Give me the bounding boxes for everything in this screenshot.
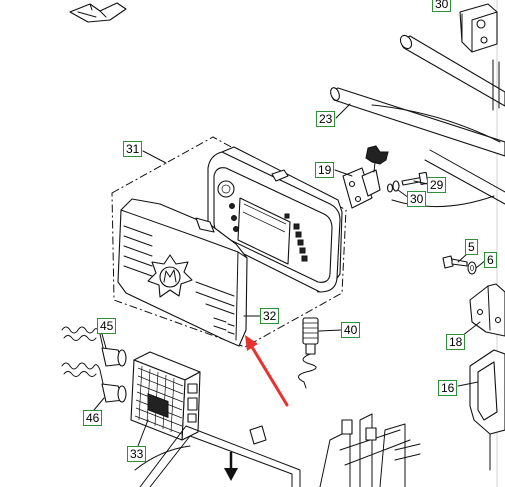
callout-45: 45 — [97, 318, 117, 334]
display-buttons — [284, 213, 308, 262]
part-23-rod — [330, 87, 505, 205]
callout-46: 46 — [83, 410, 103, 426]
callout-6: 6 — [484, 252, 497, 268]
callout-19: 19 — [315, 162, 335, 178]
callout-23: 23 — [316, 111, 336, 127]
callout-40: 40 — [341, 322, 361, 338]
display-knob — [217, 180, 235, 198]
cover-logo-icon — [147, 254, 193, 298]
callout-32: 32 — [260, 308, 280, 324]
display-clip — [271, 169, 289, 182]
part-6-washer — [467, 261, 477, 275]
assembly-31-outline — [111, 136, 347, 348]
callout-18: 18 — [446, 334, 466, 350]
down-arrow-icon — [224, 452, 238, 481]
red-arrow-icon — [245, 335, 289, 407]
cover-louvers-right — [195, 281, 235, 335]
part-32-cover — [117, 198, 248, 347]
part-16-holder — [469, 349, 505, 471]
display-unit — [207, 146, 343, 293]
knob-icon — [365, 145, 389, 165]
cover-louvers-left — [123, 225, 153, 277]
part-top-left-fragment — [69, 2, 127, 23]
part-5-bolt — [442, 255, 468, 269]
part-19-bracket — [342, 145, 389, 209]
callout-29: 29 — [427, 177, 447, 193]
frame-structure — [134, 413, 421, 487]
part-33-control-unit — [130, 351, 201, 441]
callout-16: 16 — [438, 380, 458, 396]
callout-30: 30 — [407, 191, 427, 207]
callout-31: 31 — [123, 141, 143, 157]
part-rod-upper — [399, 34, 505, 111]
part-45-cable — [61, 326, 127, 367]
display-screen — [237, 197, 291, 265]
callout-33: 33 — [127, 446, 147, 462]
callout-5: 5 — [465, 239, 478, 255]
leader-lines — [93, 103, 487, 447]
callout-30-top: 30 — [432, 0, 452, 12]
part-46-cable — [61, 362, 127, 403]
part-40-sensor — [298, 317, 319, 389]
part-18-bracket — [469, 283, 505, 337]
part-top-bracket — [459, 3, 498, 53]
part-30-washer — [386, 180, 495, 208]
